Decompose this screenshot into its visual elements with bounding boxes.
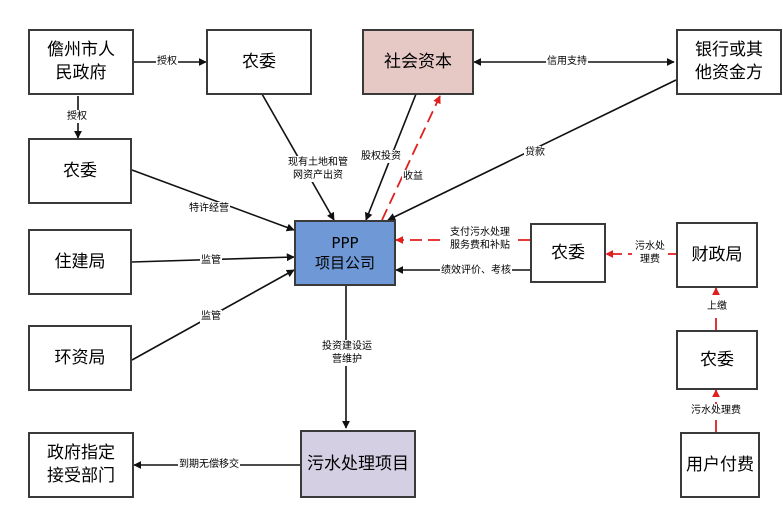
node-user-pay: 用户付费 xyxy=(680,432,760,498)
node-zhujianju-label: 住建局 xyxy=(54,251,106,272)
node-gov-receiver-label: 政府指定接受部门 xyxy=(47,443,115,486)
edge-label-hand-in: 上缴 xyxy=(706,300,728,313)
edge-label-supervise-1: 监管 xyxy=(200,254,222,267)
node-bank: 银行或其他资金方 xyxy=(676,29,782,95)
node-nongwei-top: 农委 xyxy=(206,29,312,95)
node-social-capital-label: 社会资本 xyxy=(384,51,452,72)
node-danzhou-government: 儋州市人民政府 xyxy=(28,29,134,95)
edge-label-supervise-2: 监管 xyxy=(200,310,222,323)
edge-label-invest-build: 投资建设运营维护 xyxy=(320,340,374,366)
node-huanziju-label: 环资局 xyxy=(54,347,106,368)
node-user-pay-label: 用户付费 xyxy=(686,454,754,475)
edge-label-authorize-1: 授权 xyxy=(156,55,178,68)
edge-label-income: 收益 xyxy=(402,170,424,183)
node-caizhengju-label: 财政局 xyxy=(691,244,743,265)
node-nongwei-top-label: 农委 xyxy=(242,51,276,72)
node-social-capital: 社会资本 xyxy=(362,29,474,95)
node-ppp-company: PPP 项目公司 xyxy=(294,220,396,286)
edge-label-authorize-2: 授权 xyxy=(66,110,88,123)
node-nongwei-mid: 农委 xyxy=(530,223,606,283)
edge-label-transfer: 到期无偿移交 xyxy=(178,458,240,471)
edge-label-assess: 绩效评价、考核 xyxy=(440,264,512,277)
node-ppp-line2: 项目公司 xyxy=(314,254,375,272)
node-sewage-project-label: 污水处理项目 xyxy=(307,453,409,474)
edge-label-sewage-fee-1: 污水处理费 xyxy=(632,240,668,266)
node-danzhou-label: 儋州市人民政府 xyxy=(47,40,115,83)
node-sewage-project: 污水处理项目 xyxy=(300,430,416,498)
edge-label-equity: 股权投资 xyxy=(360,150,402,163)
node-nongwei-right-label: 农委 xyxy=(700,349,734,370)
edge-label-land-assets: 现有土地和管网资产出资 xyxy=(284,156,352,182)
node-ppp-line1: PPP xyxy=(331,233,359,252)
node-huanziju: 环资局 xyxy=(28,325,132,391)
node-nongwei-left: 农委 xyxy=(28,138,132,204)
edge-label-loan: 贷款 xyxy=(524,146,546,159)
edge-label-franchise: 特许经营 xyxy=(188,202,230,215)
edge-label-pay-subsidy: 支付污水处理服务费和补贴 xyxy=(446,226,514,252)
node-zhujianju: 住建局 xyxy=(28,229,132,295)
node-gov-receiver: 政府指定接受部门 xyxy=(28,432,134,498)
arrow-nongwei-left-to-ppp xyxy=(131,169,295,232)
node-nongwei-left-label: 农委 xyxy=(63,160,97,181)
edge-label-sewage-fee-2: 污水处理费 xyxy=(690,404,742,417)
node-nongwei-mid-label: 农委 xyxy=(551,242,585,263)
node-nongwei-right: 农委 xyxy=(676,330,758,390)
node-caizhengju: 财政局 xyxy=(676,222,758,288)
arrow-ppp-income-to-social xyxy=(381,95,441,221)
node-bank-label: 银行或其他资金方 xyxy=(695,40,763,83)
edge-label-credit-support: 信用支持 xyxy=(546,55,588,68)
